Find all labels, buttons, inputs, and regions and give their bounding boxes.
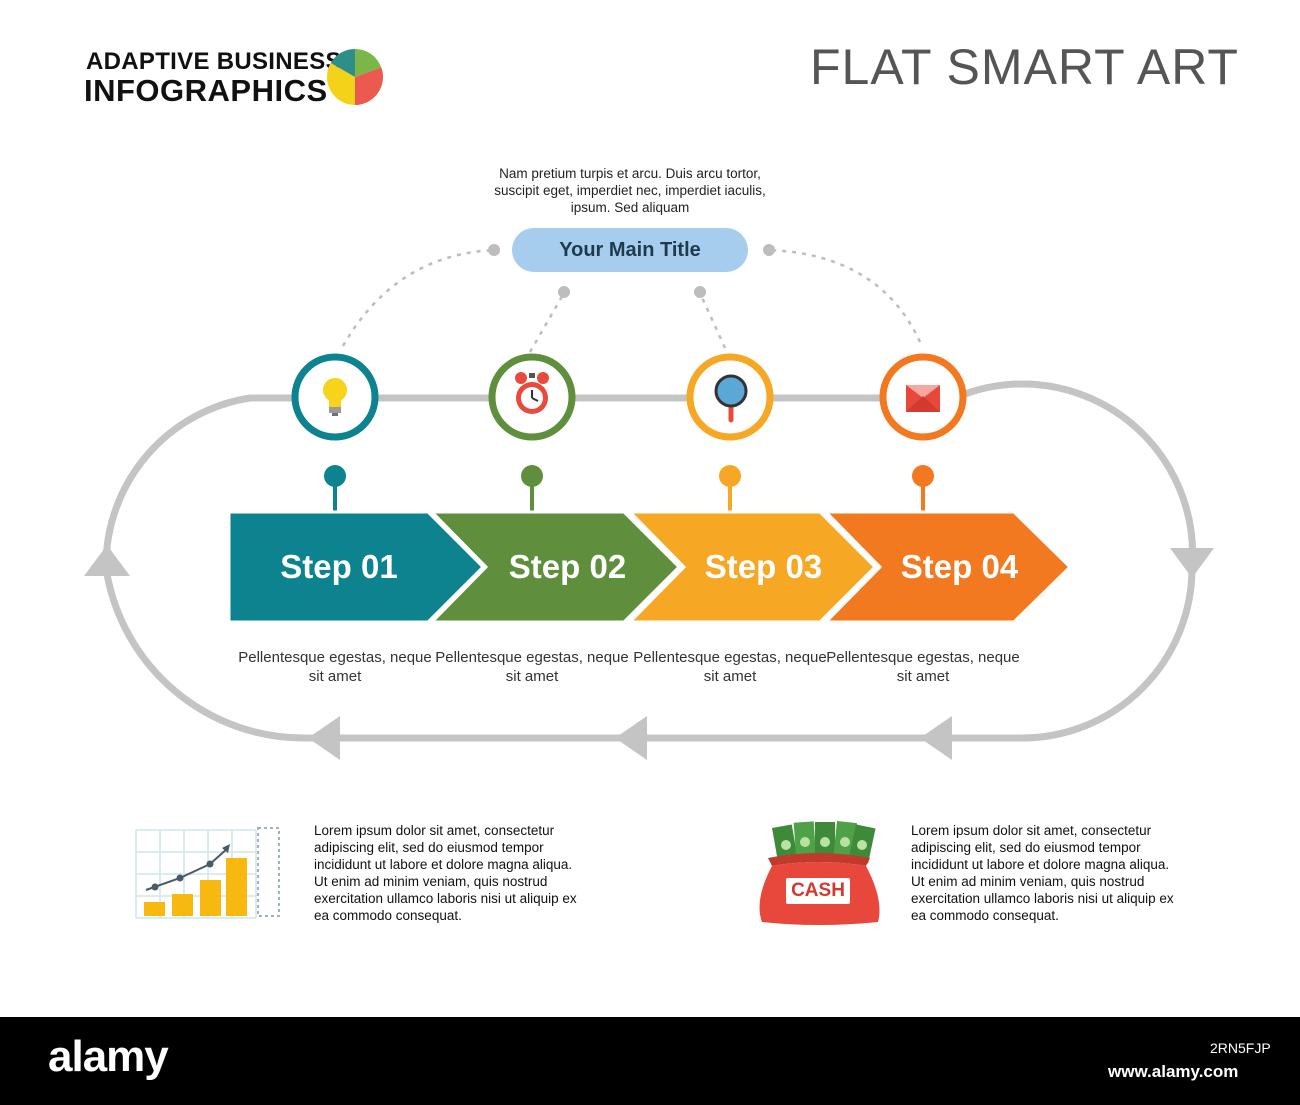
step-arrow-3 [626, 510, 878, 624]
dotted-connectors [341, 248, 922, 353]
step-label-2: Step 02 [508, 548, 627, 585]
lightbulb-icon [323, 378, 347, 416]
brand-line-2: INFOGRAPHICS [84, 73, 328, 108]
cash-badge-bg [786, 878, 850, 904]
footer-bar [0, 1017, 1300, 1105]
step-label-4: Step 04 [900, 548, 1019, 585]
process-loop-diagram [84, 244, 1214, 925]
bottom-block-text-1: Lorem ipsum dolor sit amet, consectetur … [314, 823, 577, 923]
step-label-1: Step 01 [280, 548, 398, 585]
connector-dots [488, 244, 775, 298]
image-id: 2RN5FJP [1210, 1040, 1271, 1056]
main-title-description: Nam pretium turpis et arcu. Duis arcu to… [494, 166, 766, 215]
step-description-3: Pellentesque egestas, neque sit amet [633, 649, 827, 685]
step-description-1: Pellentesque egestas, neque sit amet [238, 649, 432, 685]
step-label-3: Step 03 [704, 548, 823, 585]
cash-bag-icon [759, 821, 880, 925]
envelope-icon [906, 385, 940, 412]
step-arrow-1 [227, 510, 486, 624]
bottom-block-text-2: Lorem ipsum dolor sit amet, consectetur … [911, 823, 1174, 923]
cash-badge: CASH [791, 880, 845, 901]
brand-line-1: ADAPTIVE BUSINESS [86, 48, 342, 75]
alamy-logo: alamy [48, 1032, 169, 1081]
loop-track [102, 380, 1197, 742]
headline: FLAT SMART ART [810, 39, 1239, 95]
growth-chart-icon [135, 827, 280, 919]
step-arrow-4 [822, 510, 1073, 624]
main-title-pill: Your Main Title [512, 228, 748, 272]
magnifier-icon [714, 374, 748, 423]
step-pins [324, 465, 934, 512]
loop-arrowheads [84, 545, 1214, 760]
step-description-2: Pellentesque egestas, neque sit amet [435, 649, 629, 685]
step-arrow-2 [428, 510, 682, 624]
site-url: www.alamy.com [1108, 1062, 1239, 1081]
pie-logo-icon [326, 48, 383, 106]
step-description-4: Pellentesque egestas, neque sit amet [826, 649, 1020, 685]
alarm-clock-icon [515, 372, 549, 414]
